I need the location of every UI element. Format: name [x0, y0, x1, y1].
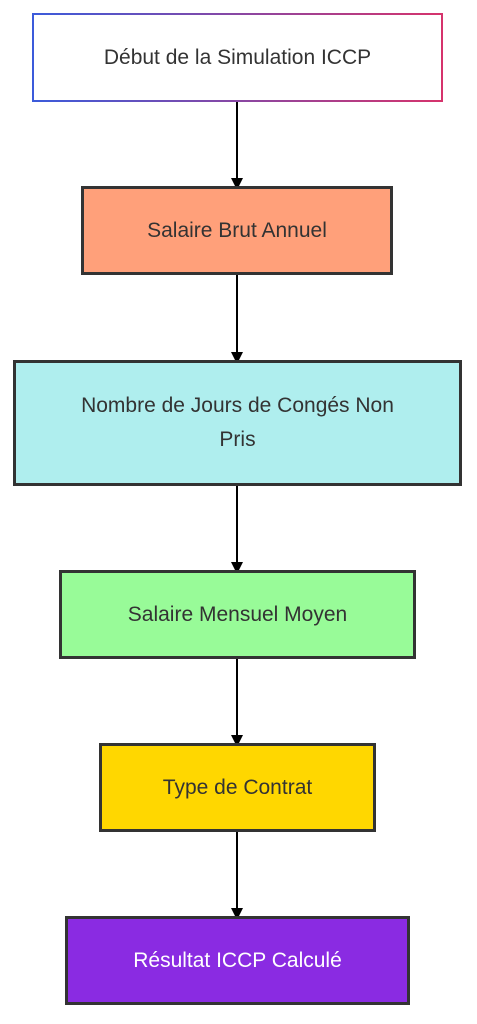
node-label: Type de Contrat — [162, 775, 313, 799]
node-simulation-start: Début de la Simulation ICCP — [32, 13, 443, 102]
node-annual-gross-salary: Salaire Brut Annuel — [81, 186, 393, 275]
node-calculated-result: Résultat ICCP Calculé — [65, 916, 410, 1005]
node-average-monthly-salary: Salaire Mensuel Moyen — [59, 570, 416, 659]
node-contract-type: Type de Contrat — [99, 743, 376, 832]
node-label: Nombre de Jours de Congés Non Pris — [81, 394, 394, 451]
node-label: Résultat ICCP Calculé — [133, 948, 342, 972]
node-label: Salaire Mensuel Moyen — [127, 602, 348, 626]
node-label: Début de la Simulation ICCP — [103, 45, 372, 69]
node-untaken-leave-days: Nombre de Jours de Congés Non Pris — [13, 360, 462, 486]
node-label: Salaire Brut Annuel — [147, 218, 327, 242]
